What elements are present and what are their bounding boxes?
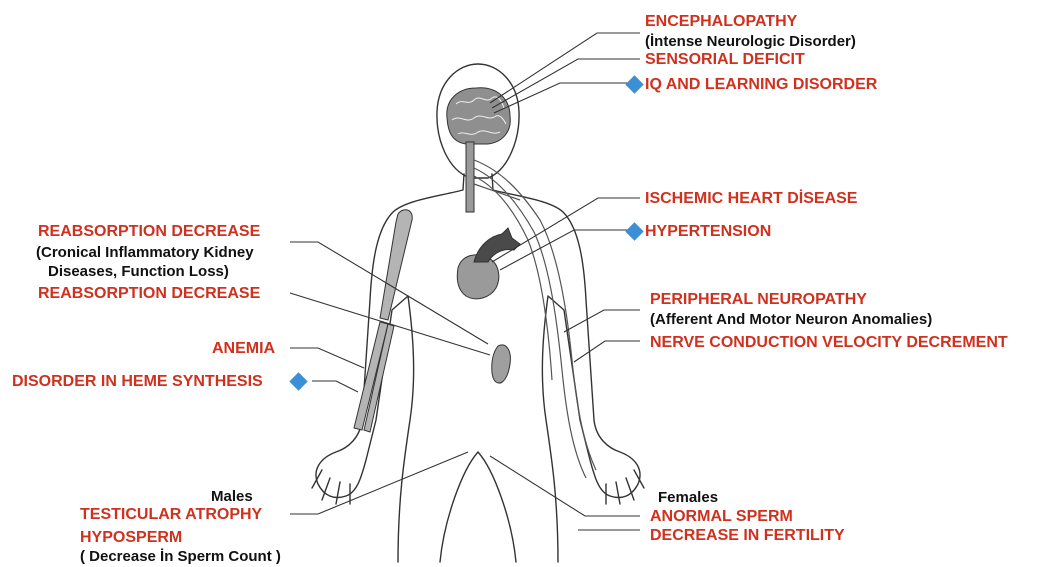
nerves: [474, 160, 596, 478]
label-anemia: ANEMIA: [212, 339, 275, 358]
right-hand: [606, 470, 644, 504]
note-hyposperm: ( Decrease İn Sperm Count ): [80, 547, 281, 566]
leader-peripheral: [564, 310, 640, 332]
left-hand: [312, 470, 350, 504]
label-anormal-sperm: ANORMAL SPERM: [650, 507, 793, 526]
label-males: Males: [211, 487, 253, 506]
label-peripheral-neuropathy: PERIPHERAL NEUROPATHY: [650, 290, 867, 309]
label-hyposperm: HYPOSPERM: [80, 528, 182, 547]
label-testicular-atrophy: TESTICULAR ATROPHY: [80, 505, 262, 524]
note-encephalopathy: (İntense Neurologic Disorder): [645, 32, 856, 51]
leader-hypertension: [500, 230, 630, 270]
leader-anemia: [290, 348, 364, 368]
note-kidney-1: (Cronical Inflammatory Kidney: [36, 243, 254, 262]
leader-testicular: [290, 452, 468, 514]
leader-anormal: [490, 456, 640, 516]
label-decrease-fertility: DECREASE IN FERTILITY: [650, 526, 845, 545]
torso-outline: [316, 174, 464, 562]
arm-bones: [354, 210, 412, 432]
note-peripheral: (Afferent And Motor Neuron Anomalies): [650, 310, 932, 329]
label-sensorial-deficit: SENSORIAL DEFICIT: [645, 50, 805, 69]
label-nerve-conduction: NERVE CONDUCTION VELOCITY DECREMENT: [650, 333, 1008, 352]
label-iq-learning: IQ AND LEARNING DISORDER: [645, 75, 877, 94]
leader-encephalopathy: [490, 33, 640, 103]
label-hypertension: HYPERTENSION: [645, 222, 771, 241]
label-females: Females: [658, 488, 718, 507]
heart: [457, 228, 520, 299]
kidney: [492, 345, 511, 383]
leader-nerve: [574, 341, 640, 362]
hip-outline: [440, 452, 516, 562]
note-kidney-2: Diseases, Function Loss): [48, 262, 229, 281]
label-reabsorption-1: REABSORPTION DECREASE: [38, 222, 260, 241]
label-encephalopathy: ENCEPHALOPATHY: [645, 12, 797, 31]
label-ischemic-heart: ISCHEMIC HEART DİSEASE: [645, 189, 857, 208]
label-reabsorption-2: REABSORPTION DECREASE: [38, 284, 260, 303]
leader-heme: [312, 381, 358, 392]
label-heme-synthesis: DISORDER IN HEME SYNTHESIS: [12, 372, 263, 391]
spinal-cord: [466, 142, 474, 212]
